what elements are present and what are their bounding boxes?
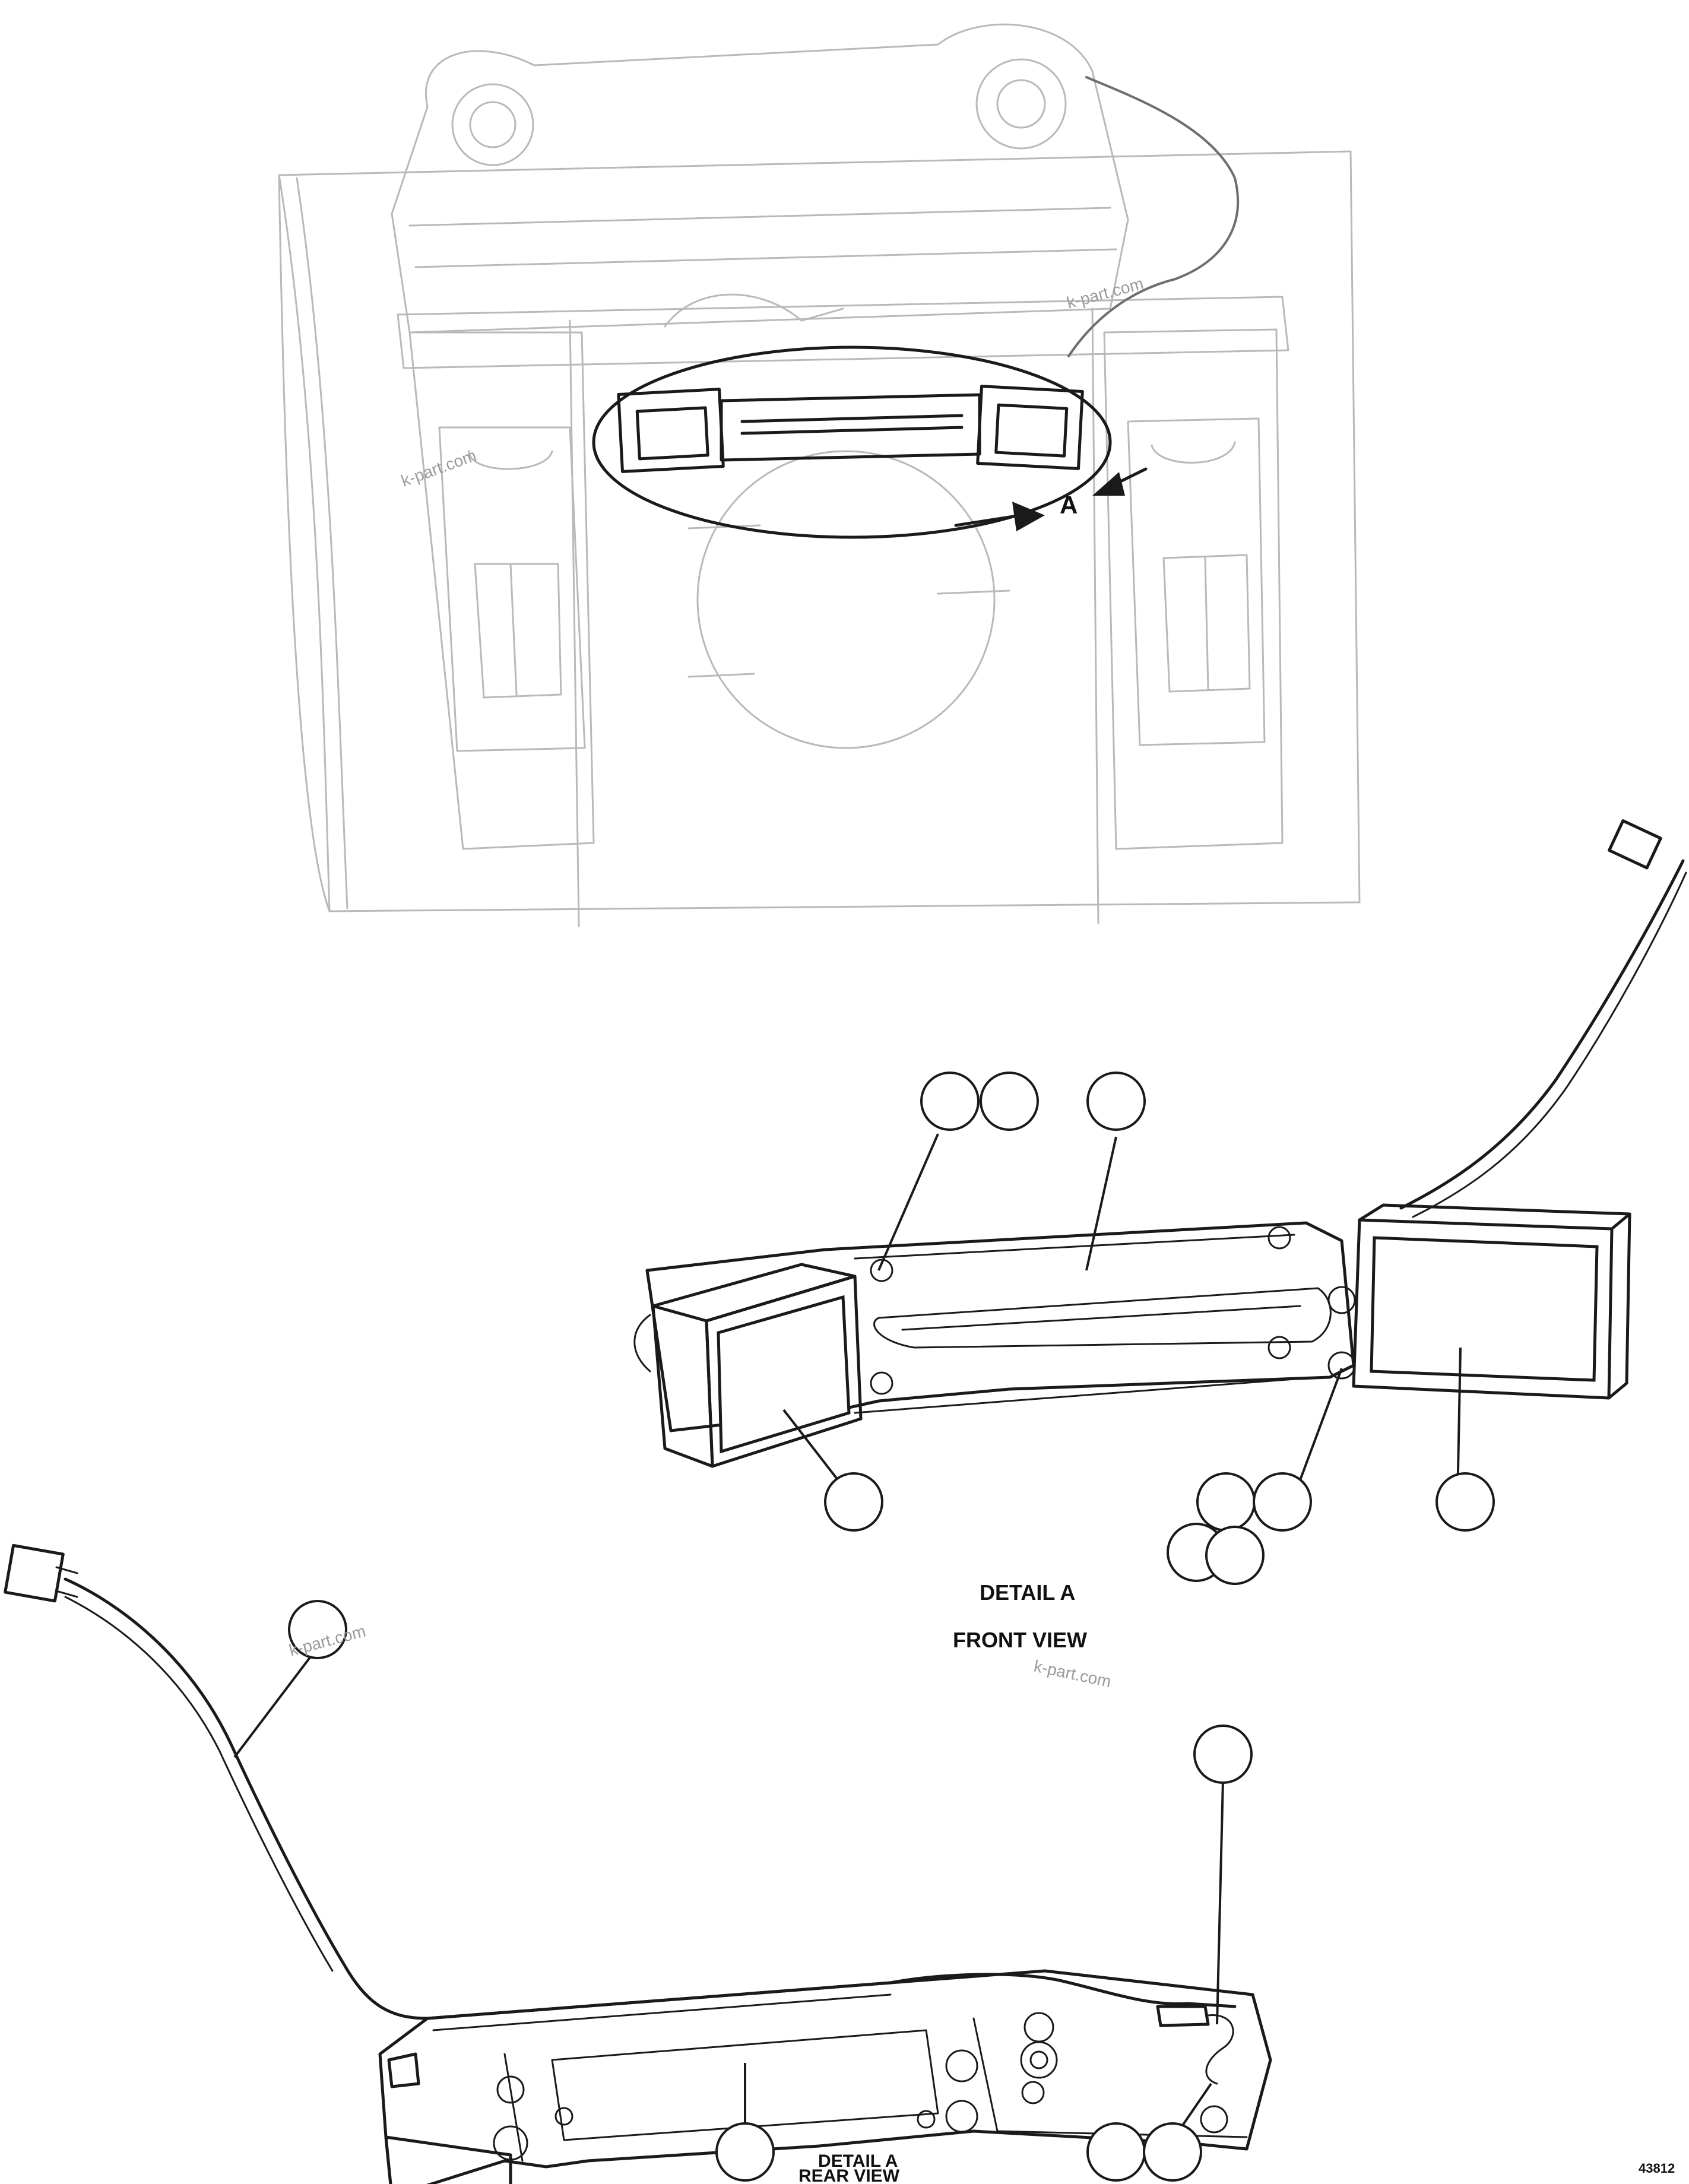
callout-balloon[interactable] [1086, 1072, 1146, 1131]
watermark: k-part.com [398, 446, 479, 490]
callout-balloon[interactable] [1436, 1472, 1495, 1532]
callout-balloon[interactable] [1193, 1725, 1253, 1784]
callout-balloon[interactable] [1205, 1526, 1265, 1585]
detail-callout-letter: A [1060, 491, 1078, 519]
detail-arrow-right [1092, 472, 1125, 496]
rear-view-subtitle: REAR VIEW [798, 2166, 900, 2184]
callout-balloon[interactable] [1086, 2122, 1146, 2182]
callout-balloon[interactable] [824, 1472, 883, 1532]
callout-balloon[interactable] [980, 1072, 1039, 1131]
front-view-title: DETAIL A [980, 1580, 1075, 1605]
callout-balloon[interactable] [1196, 1472, 1256, 1532]
rear-view-title: DETAIL A [818, 2151, 898, 2171]
front-view-assembly [633, 819, 1687, 1468]
callout-balloon[interactable] [288, 1600, 347, 1659]
front-view-callouts [782, 1072, 1495, 1585]
callout-balloon[interactable] [920, 1072, 980, 1131]
machine-overview: A [278, 23, 1361, 927]
callout-balloon[interactable] [1253, 1472, 1312, 1532]
callout-balloon[interactable] [1143, 2122, 1202, 2182]
front-view-subtitle: FRONT VIEW [953, 1628, 1087, 1652]
detail-arrow-left [1012, 502, 1045, 531]
callout-balloon[interactable] [715, 2122, 775, 2182]
rear-view-callouts [233, 1600, 1253, 2182]
figure-number: 43812 [1639, 2161, 1675, 2176]
watermark: k-part.com [1032, 1657, 1113, 1691]
rear-view-assembly [4, 1543, 1272, 2184]
watermark: k-part.com [1065, 274, 1146, 312]
